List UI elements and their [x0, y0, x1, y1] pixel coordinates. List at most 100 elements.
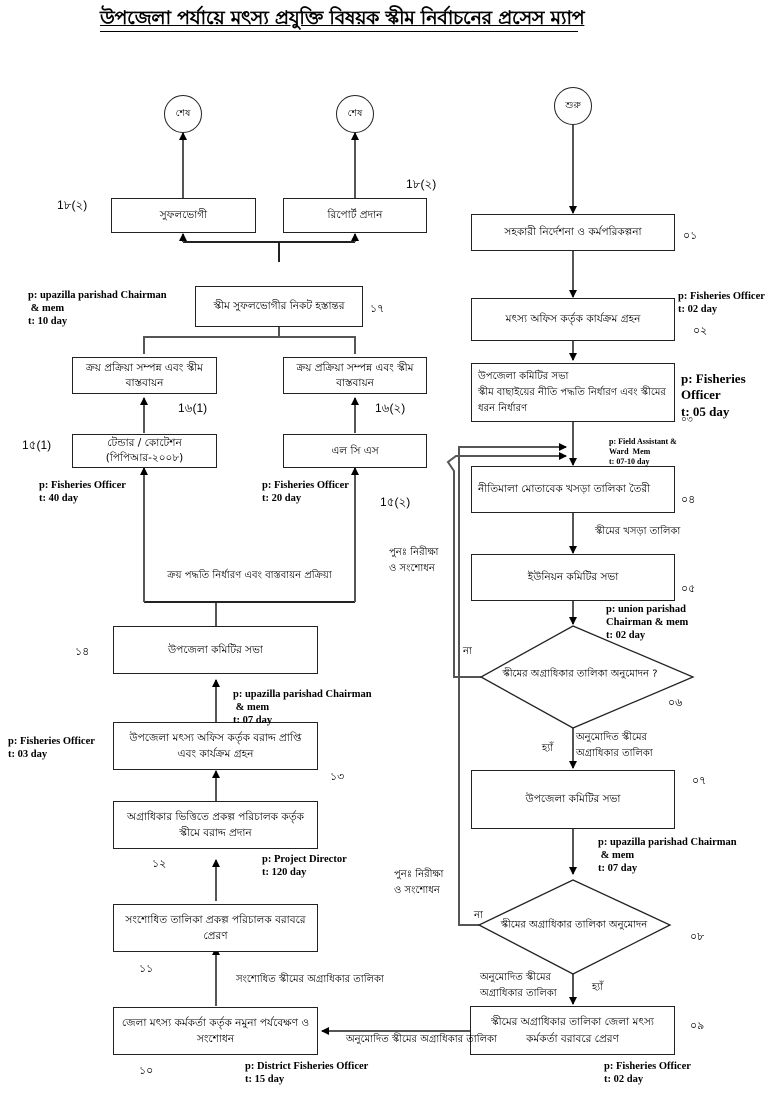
no-label-s08: না [474, 910, 483, 921]
step-15-2-person: p: Fisheries Officer [262, 480, 349, 491]
step-18-1-number: 1৮(২) [57, 198, 88, 212]
step-15-1-number: 1৫(1) [22, 438, 52, 452]
step-07-person: p: upazilla parishad Chairman & mem [598, 837, 737, 862]
yes-label-s08: হ্যাঁ [592, 982, 604, 993]
decision-s06-shape [479, 625, 695, 729]
step-18-2-box: রিপোর্ট প্রদান [283, 198, 427, 233]
step-18-1-box: সুফলভোগী [111, 198, 256, 233]
step-11-number: ১১ [139, 962, 154, 975]
step-02-annotation: p: Fisheries Officer t: 02 day [678, 290, 765, 316]
step-03-number: ০৩ [681, 415, 693, 425]
step-05-annotation: p: union parishad Chairman & mem t: 02 d… [606, 603, 688, 642]
edge-s06-recheck [446, 452, 567, 678]
step-03-annotation: p: Fisheries Officer t: 05 day [681, 371, 746, 420]
step-13-time: t: 03 day [8, 749, 48, 761]
step-10-box: জেলা মৎস্য কর্মকর্তা কর্তৃক নমুনা পর্যবে… [113, 1007, 318, 1055]
edge-s16-1-merge [143, 336, 279, 354]
step-17-box: স্কীম সুফলভোগীর নিকট হস্তান্তর [195, 286, 363, 327]
step-02-person: p: Fisheries Officer [678, 291, 765, 302]
no-label-s06: না [463, 646, 472, 657]
step-07-annotation: p: upazilla parishad Chairman & mem t: 0… [598, 836, 737, 875]
step-15-2-time: t: 20 day [262, 493, 302, 505]
step-02-number: ০২ [693, 324, 708, 337]
revised-list-label: সংশোধিত স্কীমের অগ্রাধিকার তালিকা [236, 974, 384, 985]
step-16-1-box: ক্রয় প্রক্রিয়া সম্পন্ন এবং স্কীম বাস্ত… [72, 357, 217, 394]
step-18-2-number: 1৮(২) [406, 177, 437, 191]
step-09-box: স্কীমের অগ্রাধিকার তালিকা জেলা মৎস্য কর্… [470, 1006, 675, 1055]
step-15-2-annotation: p: Fisheries Officer t: 20 day [262, 479, 349, 505]
procurement-label: ক্রয় পদ্ধতি নির্ধারণ এবং বাস্তবায়ন প্র… [167, 570, 332, 581]
step-04-person: p: Field Assistant & Ward Mem [609, 437, 677, 456]
step-13-annotation: p: Fisheries Officer t: 03 day [8, 735, 95, 761]
step-17-time: t: 10 day [28, 316, 68, 328]
step-01-number: ০১ [683, 229, 698, 242]
decision-s08-text: স্কীমের অগ্রাধিকার তালিকা অনুমোদন [500, 919, 648, 931]
step-14-box: উপজেলা কমিটির সভা [113, 626, 318, 674]
step-12-annotation: p: Project Director t: 120 day [262, 853, 347, 879]
step-12-box: অগ্রাধিকার ভিত্তিতে প্রকল্প পরিচালক কর্ত… [113, 801, 318, 849]
step-13-person: p: Fisheries Officer [8, 736, 95, 747]
end-terminal-right: শেষ [336, 95, 374, 133]
yes-label-s06: হ্যাঁ [542, 743, 554, 754]
step-10-number: ১০ [139, 1064, 154, 1077]
step-04-time: t: 07-10 day [609, 457, 650, 466]
edge-s08-recheck [458, 443, 567, 926]
step-10-annotation: p: District Fisheries Officer t: 15 day [245, 1060, 368, 1086]
step-03-time: t: 05 day [681, 403, 730, 419]
approved-label-s08: অনুমোদিত স্কীমের অগ্রাধিকার তালিকা [480, 972, 557, 999]
step-04-number: ০৪ [681, 493, 696, 506]
decision-s08-shape [477, 879, 672, 975]
step-14-time: t: 07 day [233, 715, 273, 727]
approved-label-s06: অনুমোদিত স্কীমের অগ্রাধিকার তালিকা [576, 732, 653, 759]
step-15-2-number: 1৫(২) [380, 495, 411, 509]
step-08-number: ০৮ [690, 930, 705, 943]
step-16-2-box: ক্রয় প্রক্রিয়া সম্পন্ন এবং স্কীম বাস্ত… [283, 357, 427, 394]
step-09-number: ০৯ [690, 1019, 705, 1032]
step-01-box: সহকারী নির্দেশনা ও কর্মপরিকল্পনা [471, 214, 675, 251]
step-15-1-annotation: p: Fisheries Officer t: 40 day [39, 479, 126, 505]
step-04-box: নীতিমালা মোতাবেক খসড়া তালিকা তৈরী [471, 466, 675, 513]
step-16-2-number: 1৬(২) [375, 401, 406, 415]
step-12-person: p: Project Director [262, 854, 347, 865]
step-05-time: t: 02 day [606, 630, 646, 642]
step-07-box: উপজেলা কমিটির সভা [471, 770, 675, 829]
step-17-annotation: p: upazilla parishad Chairman & mem t: 1… [28, 289, 167, 328]
step-10-person: p: District Fisheries Officer [245, 1061, 369, 1072]
step-13-number: ১৩ [330, 770, 345, 783]
step-06-number: ০৬ [668, 696, 683, 709]
draft-list-label: স্কীমের খসড়া তালিকা [595, 526, 681, 537]
step-09-annotation: p: Fisheries Officer t: 02 day [604, 1060, 691, 1086]
step-17-person: p: upazilla parishad Chairman & mem [28, 290, 167, 315]
step-16-1-number: 1৬(1) [178, 401, 208, 415]
start-terminal: শুরু [554, 87, 592, 125]
step-09-time: t: 02 day [604, 1074, 644, 1086]
step-15-1-box: টেন্ডার / কোটেশন (পিপিআর-২০০৮) [72, 434, 217, 468]
step-17-number: ১৭ [370, 302, 385, 315]
step-12-number: ১২ [152, 857, 167, 870]
approved-label-s09-s10: অনুমোদিত স্কীমের অগ্রাধিকার তালিকা [346, 1034, 497, 1045]
step-05-box: ইউনিয়ন কমিটির সভা [471, 554, 675, 601]
step-07-number: ০৭ [692, 774, 707, 787]
step-02-time: t: 02 day [678, 304, 718, 316]
recheck-label-lower: পুনঃ নিরীক্ষা ও সংশোধন [394, 869, 444, 896]
step-12-time: t: 120 day [262, 867, 307, 879]
step-15-1-time: t: 40 day [39, 493, 79, 505]
title-underline [100, 31, 578, 32]
step-10-time: t: 15 day [245, 1074, 285, 1086]
step-02-box: মৎস্য অফিস কর্তৃক কার্যক্রম গ্রহন [471, 298, 675, 341]
step-14-annotation: p: upazilla parishad Chairman & mem t: 0… [233, 688, 372, 727]
end-terminal-left: শেষ [164, 95, 202, 133]
page-title: উপজেলা পর্যায়ে মৎস্য প্রযুক্তি বিষয়ক স… [100, 7, 585, 29]
step-03-person: p: Fisheries Officer [681, 371, 746, 403]
step-15-1-person: p: Fisheries Officer [39, 480, 126, 491]
step-03-box: উপজেলা কমিটির সভা স্কীম বাছাইয়ের নীতি প… [471, 363, 675, 422]
step-04-annotation: p: Field Assistant & Ward Mem t: 07-10 d… [609, 437, 677, 467]
step-07-time: t: 07 day [598, 863, 638, 875]
step-11-box: সংশোধিত তালিকা প্রকল্প পরিচালক বরাবরে প্… [113, 904, 318, 952]
step-14-person: p: upazilla parishad Chairman & mem [233, 689, 372, 714]
step-09-person: p: Fisheries Officer [604, 1061, 691, 1072]
recheck-label-upper: পুনঃ নিরীক্ষা ও সংশোধন [389, 547, 439, 574]
step-13-box: উপজেলা মৎস্য অফিস কর্তৃক বরাদ্দ প্রাপ্তি… [113, 722, 318, 770]
decision-s06-text: স্কীমের অগ্রাধিকার তালিকা অনুমোদন ? [502, 668, 658, 680]
